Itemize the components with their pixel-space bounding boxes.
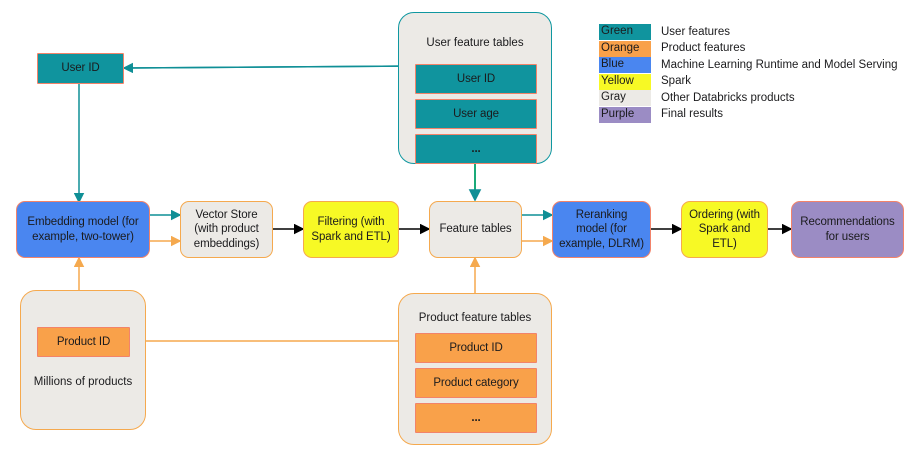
product-feature-row-product-category[interactable]: Product category [415,368,537,398]
panel-millions-of-products-note: Millions of products [33,376,133,388]
user-feature-row-user-id[interactable]: User ID [415,64,537,94]
node-vector-store[interactable]: Vector Store (with product embeddings) [180,201,273,258]
panel-user-feature-tables-title: User feature tables [426,37,524,49]
legend-row: Gray Other Databricks products [599,90,914,107]
node-filtering[interactable]: Filtering (with Spark and ETL) [303,201,399,258]
legend-desc-purple: Final results [661,108,723,121]
legend-desc-gray: Other Databricks products [661,91,795,104]
legend-row: Blue Machine Learning Runtime and Model … [599,57,914,74]
node-product-id[interactable]: Product ID [37,327,130,357]
legend-chip-yellow: Yellow [599,73,651,90]
legend-chip-orange: Orange [599,40,651,57]
node-reranking-model[interactable]: Reranking model (for example, DLRM) [552,201,651,258]
legend-row: Green User features [599,24,914,41]
legend-desc-blue: Machine Learning Runtime and Model Servi… [661,58,898,71]
legend-desc-yellow: Spark [661,75,692,88]
legend: Green User features Orange Product featu… [599,24,914,123]
user-feature-row-user-age[interactable]: User age [415,99,537,129]
node-embedding-model[interactable]: Embedding model (for example, two-tower) [16,201,150,258]
legend-row: Orange Product features [599,40,914,58]
user-feature-row-ellipsis[interactable]: ... [415,134,537,164]
product-feature-row-ellipsis[interactable]: ... [415,403,537,433]
legend-desc-green: User features [661,25,731,38]
panel-product-feature-tables: Product feature tables Product ID Produc… [398,293,552,445]
legend-row: Purple Final results [599,106,914,124]
panel-product-feature-tables-title: Product feature tables [418,312,532,324]
legend-chip-green: Green [599,24,651,41]
node-feature-tables[interactable]: Feature tables [429,201,522,258]
panel-user-feature-tables: User feature tables User ID User age ... [398,12,552,164]
node-recommendations[interactable]: Recommendations for users [791,201,904,258]
legend-chip-purple: Purple [599,106,651,123]
product-feature-row-product-id[interactable]: Product ID [415,333,537,363]
legend-chip-blue: Blue [599,57,651,74]
legend-chip-gray: Gray [599,90,651,107]
legend-row: Yellow Spark [599,73,914,91]
node-ordering[interactable]: Ordering (with Spark and ETL) [681,201,768,258]
panel-millions-of-products: Product ID Millions of products [20,290,146,430]
node-user-id[interactable]: User ID [37,53,124,84]
legend-desc-orange: Product features [661,42,746,55]
